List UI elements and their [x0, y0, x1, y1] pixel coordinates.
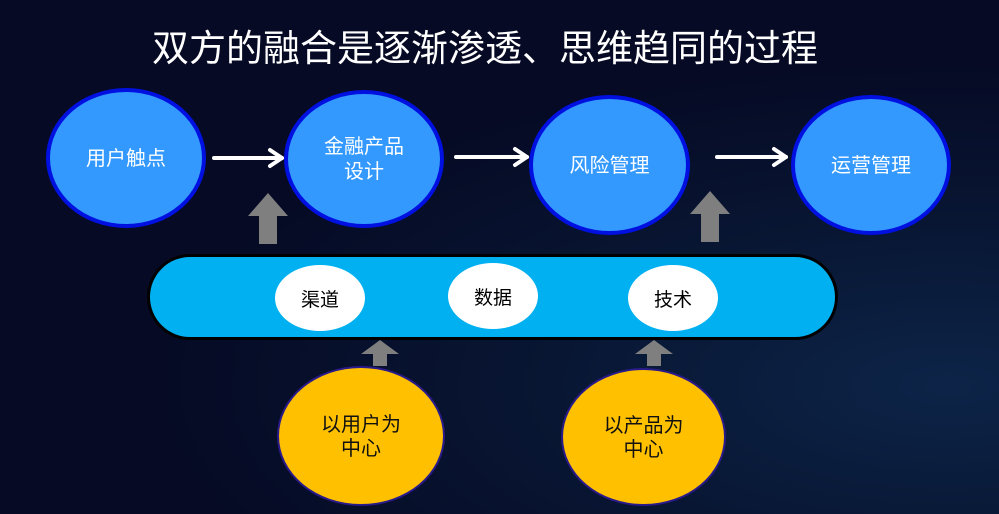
arrow-right-icon: [715, 147, 788, 167]
user-centric-node: 以用户为中心: [277, 366, 445, 506]
node-financial-product-design: 金融产品设计: [284, 90, 444, 228]
node-operations-management: 运营管理: [791, 95, 951, 235]
node-line: 中心: [623, 437, 664, 461]
foundation-data: 数据: [448, 263, 538, 329]
foundation-channel: 渠道: [275, 265, 365, 331]
arrow-up-icon: [635, 340, 673, 366]
node-line: 中心: [341, 436, 381, 460]
arrow-up-icon: [690, 191, 730, 242]
foundation-technology: 技术: [628, 265, 718, 331]
node-line: 设计: [344, 159, 384, 183]
arrow-right-icon: [454, 147, 529, 167]
node-user-touchpoint: 用户触点: [46, 88, 206, 228]
node-risk-management: 风险管理: [529, 95, 690, 235]
node-line: 以用户为: [321, 412, 401, 436]
node-line: 金融产品: [324, 134, 404, 158]
product-centric-node: 以产品为中心: [561, 368, 726, 506]
arrow-up-icon: [361, 340, 399, 366]
arrow-right-icon: [212, 148, 284, 168]
slide-title: 双方的融合是逐渐渗透、思维趋同的过程: [152, 27, 818, 70]
node-line: 以产品为: [603, 413, 684, 437]
arrow-up-icon: [248, 193, 288, 244]
